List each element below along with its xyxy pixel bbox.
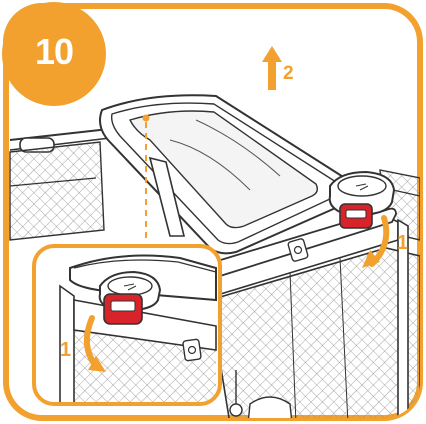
lift-step-label: 2	[283, 63, 294, 84]
step-badge	[2, 2, 106, 106]
step-number: 10	[34, 31, 74, 72]
press-step-label-right: 1	[397, 232, 409, 254]
curved-arrow-down-icon-inset	[83, 315, 106, 372]
arrow-up-icon	[262, 46, 282, 90]
front-mesh-panel	[209, 247, 420, 418]
press-step-label-inset: 1	[60, 339, 72, 361]
inset-callout	[32, 244, 222, 406]
playard-drawing	[9, 94, 420, 418]
curved-arrow-down-icon	[362, 215, 390, 268]
side-mesh-left	[9, 141, 105, 241]
